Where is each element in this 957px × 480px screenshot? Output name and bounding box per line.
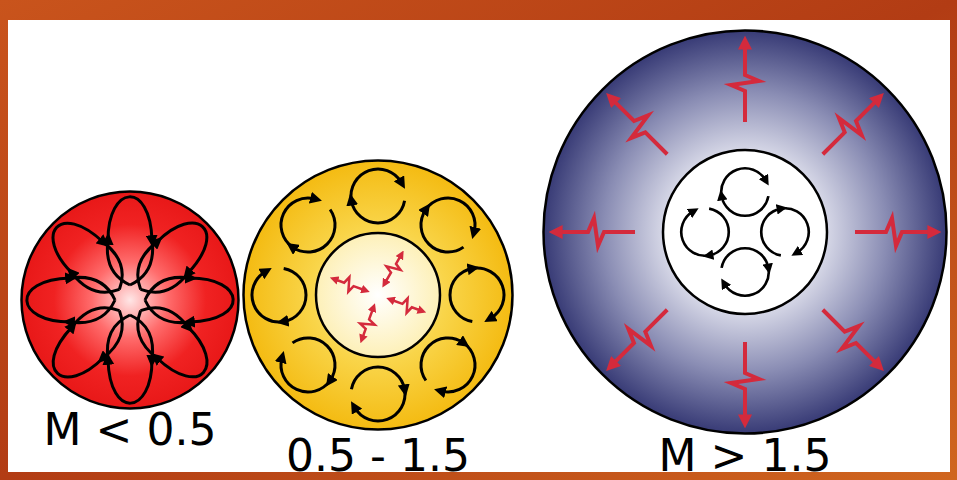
mass-label: M > 1.5	[659, 434, 832, 478]
low-mass-star: M < 0.5	[20, 190, 240, 410]
convection-loop	[252, 268, 306, 322]
convection-loop	[145, 277, 233, 322]
mass-label: M < 0.5	[44, 408, 217, 452]
convection-loop	[125, 211, 219, 305]
convection-loop	[722, 248, 769, 296]
radiation-arrow	[855, 218, 933, 246]
mass-label: 0.5 - 1.5	[286, 434, 470, 478]
convection-loop	[107, 197, 152, 285]
radiation-arrow	[602, 89, 677, 164]
convection-loop	[27, 277, 115, 322]
star-body	[244, 161, 513, 430]
radiation-arrow	[731, 342, 759, 420]
core-convection	[681, 168, 809, 296]
envelope-radiation	[557, 44, 933, 420]
radiative-core	[316, 233, 440, 357]
star-body	[22, 192, 239, 409]
convection-loop	[351, 169, 405, 223]
radiation-arrow	[389, 293, 424, 317]
convection-loop	[41, 295, 135, 389]
star-body	[544, 31, 947, 434]
convection-loop	[721, 168, 768, 216]
convection-loop	[107, 315, 152, 403]
convection-loop	[761, 208, 809, 255]
radiation-arrow	[557, 218, 635, 246]
convection-loop	[270, 187, 346, 263]
radiation-arrow	[813, 300, 888, 375]
star-outline	[20, 190, 240, 410]
convection-loop	[681, 209, 729, 256]
radiation-arrow	[356, 306, 380, 341]
radiation-arrow	[332, 273, 367, 297]
radiation-arrow	[731, 44, 759, 122]
convection-loop	[270, 327, 346, 403]
convection-loop	[351, 367, 405, 421]
radiation-arrow	[813, 89, 888, 164]
convective-core	[663, 150, 827, 314]
convection-loop	[450, 268, 504, 322]
convection-loop	[410, 187, 486, 263]
convection-loop	[410, 327, 486, 403]
radiation-arrow	[602, 300, 677, 375]
core-radiation	[332, 252, 423, 341]
convection-loop	[125, 295, 219, 389]
envelope-convection	[252, 169, 504, 421]
convection-loop	[41, 211, 135, 305]
radiation-arrow	[379, 252, 407, 287]
white-panel	[8, 20, 950, 472]
convection-petals	[27, 197, 233, 403]
